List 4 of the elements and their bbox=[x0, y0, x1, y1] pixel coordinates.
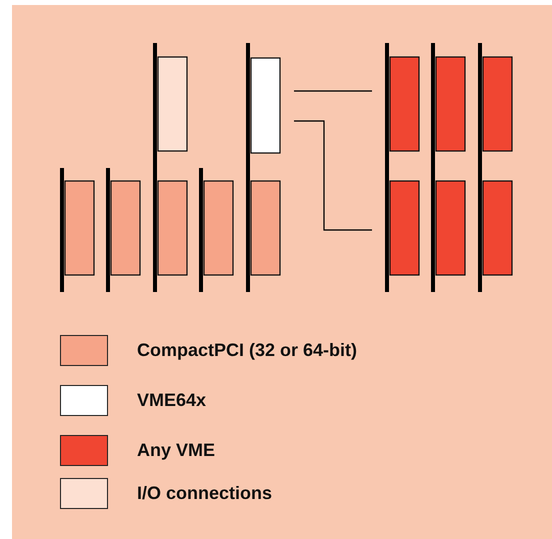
legend-label: I/O connections bbox=[137, 483, 272, 504]
legend-label: VME64x bbox=[137, 390, 206, 411]
legend-label: CompactPCI (32 or 64-bit) bbox=[137, 340, 358, 361]
legend-label: Any VME bbox=[137, 440, 216, 461]
